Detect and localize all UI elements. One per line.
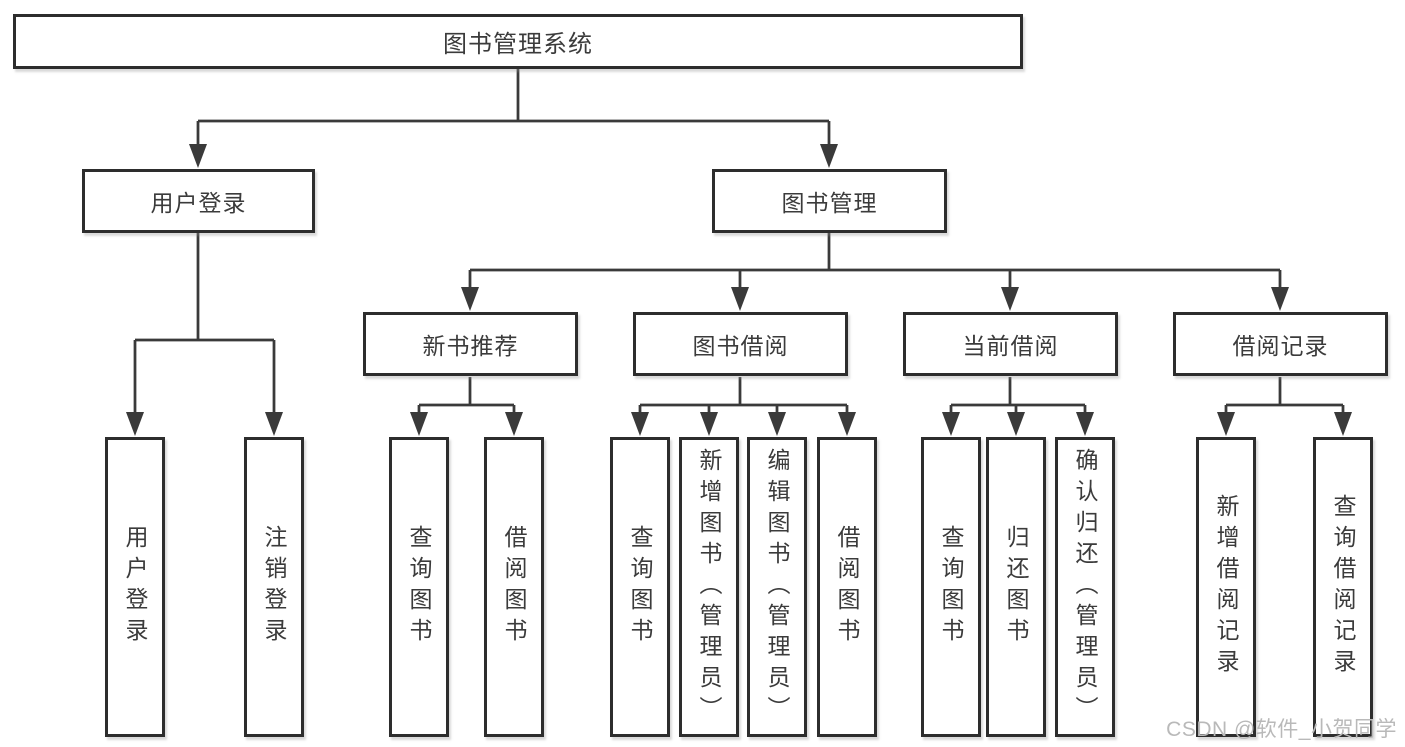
node-label: 当前借阅 — [962, 333, 1059, 359]
node-label: 编辑图书（管理员） — [764, 447, 790, 727]
connector-records-to-leaves — [1217, 377, 1352, 436]
node-label: 用户登录 — [150, 190, 247, 216]
node-leaf-add-book-admin: 新增图书（管理员） — [679, 437, 739, 737]
node-label: 查询图书 — [938, 525, 964, 649]
node-label: 新增借阅记录 — [1213, 494, 1239, 680]
node-label: 图书借阅 — [692, 333, 789, 359]
node-leaf-borrow-books-recommend: 借阅图书 — [484, 437, 544, 737]
connector-recommend-to-leaves — [410, 377, 523, 436]
node-leaf-query-borrow-record: 查询借阅记录 — [1313, 437, 1373, 737]
node-book-borrowing: 图书借阅 — [633, 312, 848, 376]
node-borrow-records: 借阅记录 — [1173, 312, 1388, 376]
node-leaf-edit-book-admin: 编辑图书（管理员） — [747, 437, 807, 737]
node-label: 注销登录 — [261, 525, 287, 649]
node-leaf-user-login: 用户登录 — [105, 437, 165, 737]
connector-current-to-leaves — [942, 377, 1094, 436]
node-leaf-query-books-recommend: 查询图书 — [389, 437, 449, 737]
node-leaf-query-books-current: 查询图书 — [921, 437, 981, 737]
node-label: 新书推荐 — [422, 333, 519, 359]
node-label: 归还图书 — [1003, 525, 1029, 649]
node-label: 用户登录 — [122, 525, 148, 649]
node-label: 借阅图书 — [501, 525, 527, 649]
connector-userlogin-to-leaves — [126, 233, 283, 436]
node-leaf-confirm-return-admin: 确认归还（管理员） — [1055, 437, 1115, 737]
node-label: 新增图书（管理员） — [696, 447, 722, 727]
node-leaf-logout: 注销登录 — [244, 437, 304, 737]
node-root-label: 图书管理系统 — [443, 31, 593, 58]
node-book-management: 图书管理 — [712, 169, 947, 233]
node-new-book-recommend: 新书推荐 — [363, 312, 578, 376]
node-label: 查询借阅记录 — [1330, 494, 1356, 680]
connector-bookmgmt-to-level3 — [461, 233, 1289, 311]
node-current-borrowing: 当前借阅 — [903, 312, 1118, 376]
node-user-login-branch: 用户登录 — [82, 169, 315, 233]
node-leaf-query-books-borrowing: 查询图书 — [610, 437, 670, 737]
node-label: 借阅记录 — [1232, 333, 1329, 359]
node-label: 借阅图书 — [834, 525, 860, 649]
csdn-watermark: CSDN @软件_小贺同学 — [1166, 718, 1397, 741]
connector-borrowing-to-leaves — [631, 377, 856, 436]
node-label: 图书管理 — [781, 190, 878, 216]
node-leaf-return-book: 归还图书 — [986, 437, 1046, 737]
node-label: 查询图书 — [627, 525, 653, 649]
node-leaf-borrow-books-borrowing: 借阅图书 — [817, 437, 877, 737]
connector-root-to-level2 — [189, 69, 838, 168]
node-label: 确认归还（管理员） — [1072, 447, 1098, 727]
node-label: 查询图书 — [406, 525, 432, 649]
node-root-system: 图书管理系统 — [13, 14, 1023, 69]
node-leaf-add-borrow-record: 新增借阅记录 — [1196, 437, 1256, 737]
